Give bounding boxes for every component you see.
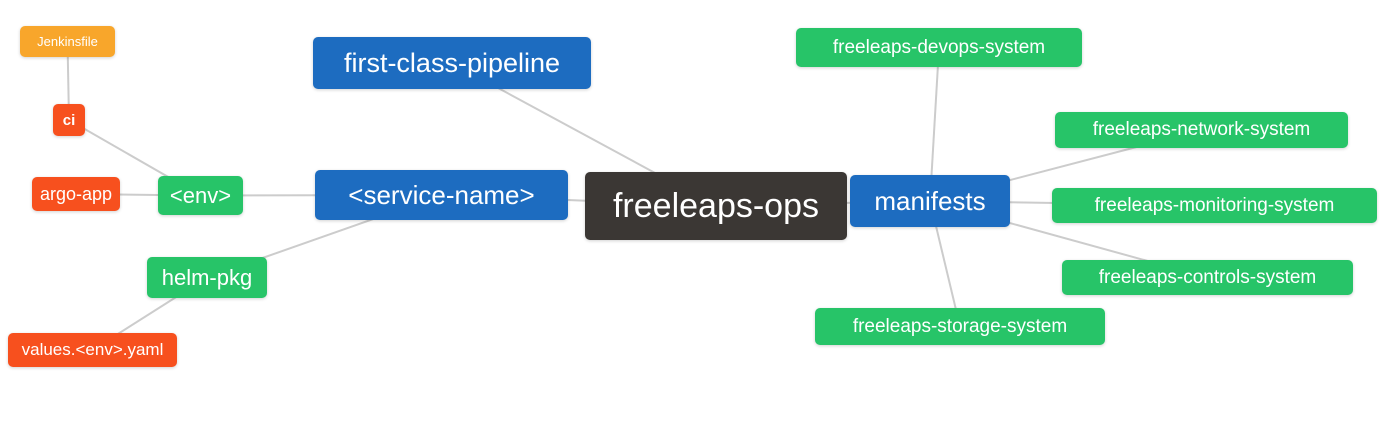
node-service-name[interactable]: <service-name> <box>315 170 568 220</box>
node-values-env-yaml[interactable]: values.<env>.yaml <box>8 333 177 367</box>
node-manifests[interactable]: manifests <box>850 175 1010 227</box>
node-freeleaps-network-system[interactable]: freeleaps-network-system <box>1055 112 1348 148</box>
node-freeleaps-devops-system[interactable]: freeleaps-devops-system <box>796 28 1082 67</box>
node-freeleaps-controls-system[interactable]: freeleaps-controls-system <box>1062 260 1353 295</box>
node-env[interactable]: <env> <box>158 176 243 215</box>
node-helm-pkg[interactable]: helm-pkg <box>147 257 267 298</box>
node-argo-app[interactable]: argo-app <box>32 177 120 211</box>
node-freeleaps-monitoring-system[interactable]: freeleaps-monitoring-system <box>1052 188 1377 223</box>
node-freeleaps-ops[interactable]: freeleaps-ops <box>585 172 847 240</box>
node-ci[interactable]: ci <box>53 104 85 136</box>
node-jenkinsfile[interactable]: Jenkinsfile <box>20 26 115 57</box>
node-first-class-pipeline[interactable]: first-class-pipeline <box>313 37 591 89</box>
node-freeleaps-storage-system[interactable]: freeleaps-storage-system <box>815 308 1105 345</box>
